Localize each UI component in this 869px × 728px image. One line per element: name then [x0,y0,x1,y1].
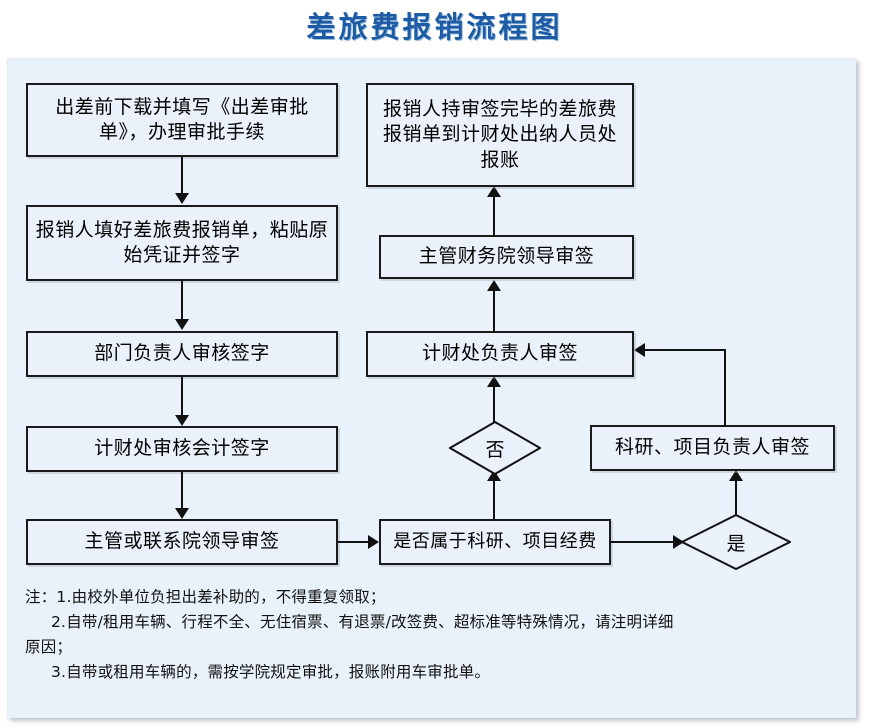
node-n6[interactable]: 是否属于科研、项目经费 [379,519,611,565]
edge-n9-n10-arrow [487,186,501,197]
node-n2[interactable]: 报销人填好差旅费报销单，粘贴原始凭证并签字 [26,205,338,281]
edge-n4-n5-arrow [175,508,189,519]
edge-n7-n8-vline [724,349,726,427]
edge-d2-n8-line [493,387,495,423]
node-n1-label: 出差前下载并填写《出差审批单》，办理审批手续 [55,95,309,143]
edge-d1-n7-line [735,481,737,515]
note-line-4: 3.自带或租用车辆的，需按学院规定审批，报账附用车审批单。 [51,663,491,682]
edge-n8-n9-line [493,291,495,333]
node-n8[interactable]: 计财处负责人审签 [366,331,634,377]
diamond-shape-icon [681,514,791,570]
node-n4-label: 计财处审核会计签字 [94,437,270,460]
node-n1[interactable]: 出差前下载并填写《出差审批单》，办理审批手续 [26,83,338,157]
node-n10[interactable]: 报销人持审签完毕的差旅费报销单到计财处出纳人员处报账 [366,83,634,187]
node-n5[interactable]: 主管或联系院领导审签 [26,519,338,565]
edge-n5-n6-arrow [368,535,379,549]
node-d1-yes[interactable]: 是 [681,514,791,570]
edge-n6-d2-line [493,481,495,519]
edge-n2-n3-arrow [175,319,189,330]
diamond-shape-icon [449,421,541,475]
edge-n7-n8-arrow [634,343,645,357]
edge-n8-n9-arrow [487,280,501,291]
node-n7[interactable]: 科研、项目负责人审签 [590,425,835,471]
node-n6-label: 是否属于科研、项目经费 [393,531,597,553]
edge-n6-d1-line [611,541,673,543]
node-n10-label: 报销人持审签完毕的差旅费报销单到计财处出纳人员处报账 [382,98,617,171]
edge-n6-d1-arrow [673,535,684,549]
edge-n1-n2-arrow [175,193,189,204]
edge-n2-n3-line [181,281,183,319]
node-d2-label: 否 [485,438,505,461]
node-n4[interactable]: 计财处审核会计签字 [26,426,338,472]
edge-n9-n10-line [493,197,495,237]
edge-n4-n5-line [181,472,183,508]
edge-n5-n6-line [338,541,368,543]
node-n7-label: 科研、项目负责人审签 [614,436,810,459]
note-line-2: 2.自带/租用车辆、行程不全、无住宿票、有退票/改签费、超标准等特殊情况，请注明… [51,613,674,632]
page-title: 差旅费报销流程图 [306,10,563,44]
edge-n3-n4-arrow [175,415,189,426]
edge-n6-d2-arrow [487,470,501,481]
node-n3-label: 部门负责人审核签字 [94,342,270,365]
node-n9-label: 主管财务院领导审签 [418,245,595,268]
edge-n1-n2-line [181,157,183,193]
node-d2-no[interactable]: 否 [449,421,541,475]
edge-n7-n8-hline [645,349,726,351]
node-n9[interactable]: 主管财务院领导审签 [379,235,634,279]
edge-d2-n8-arrow [487,376,501,387]
node-n3[interactable]: 部门负责人审核签字 [26,331,338,377]
edge-d1-n7-arrow [729,470,743,481]
node-n2-label: 报销人填好差旅费报销单，粘贴原始凭证并签字 [35,218,329,266]
flowchart-panel: 出差前下载并填写《出差审批单》，办理审批手续 报销人填好差旅费报销单，粘贴原始凭… [7,58,856,718]
node-n5-label: 主管或联系院领导审签 [84,530,280,553]
node-d1-label: 是 [726,532,746,555]
notes-block: 注：1.由校外单位负担出差补助的，不得重复领取； 2.自带/租用车辆、行程不全、… [25,585,835,685]
node-n8-label: 计财处负责人审签 [421,342,578,365]
note-line-1: 注：1.由校外单位负担出差补助的，不得重复领取； [25,588,386,606]
note-line-3: 原因； [25,638,73,657]
edge-n3-n4-line [181,377,183,415]
